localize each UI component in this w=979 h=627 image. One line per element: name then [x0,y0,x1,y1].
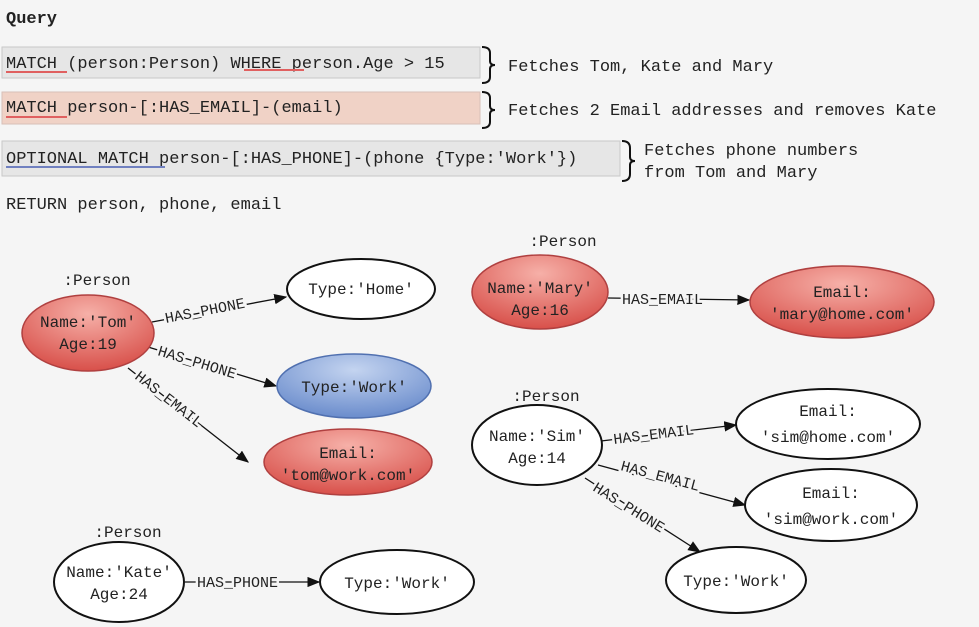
edge-label: HAS_PHONE [589,480,667,537]
edge-tom-email [127,367,250,463]
edge-sim-email-home [600,421,738,442]
svg-text:OPTIONAL MATCH person-[:HAS_PH: OPTIONAL MATCH person-[:HAS_PHONE]-(phon… [6,150,577,169]
edges [127,294,751,588]
keyword-match: MATCH [6,99,57,118]
edge-label: HAS_PHONE [164,296,247,328]
node-sim-work-phone: Type:'Work' [665,546,807,614]
edge-mary-email [607,294,751,306]
svg-text:Name:'Mary': Name:'Mary' [487,280,593,298]
note-2: Fetches 2 Email addresses and removes Ka… [508,102,936,121]
svg-text:Type:'Work': Type:'Work' [683,573,789,591]
edge-label: HAS_EMAIL [131,369,205,432]
svg-text:Type:'Home': Type:'Home' [308,281,414,299]
edge-tom-work [147,346,278,388]
svg-text::Person: :Person [512,388,579,406]
edge-tom-home [151,294,288,323]
node-mary-email: Email: 'mary@home.com' [749,265,935,339]
node-tom-work-phone: Type:'Work' [276,353,432,419]
note-1: Fetches Tom, Kate and Mary [508,58,773,77]
svg-text:Email:: Email: [813,284,871,302]
keyword-optional-match: OPTIONAL MATCH [6,150,149,169]
svg-text::Person: :Person [94,524,161,542]
svg-text:Email:: Email: [799,403,857,421]
edge-sim-email-work [597,464,747,507]
keyword-match: MATCH [6,55,57,74]
edge-sim-work [584,477,702,553]
svg-text:Name:'Kate': Name:'Kate' [66,564,172,582]
svg-text::Person: :Person [529,233,596,251]
svg-text:'sim@work.com': 'sim@work.com' [764,511,898,529]
query-line-2: MATCH person-[:HAS_EMAIL]-(email) Fetche… [1,91,936,129]
svg-text:Age:19: Age:19 [59,336,117,354]
query-line-1: MATCH (person:Person) WHERE person.Age >… [1,46,773,84]
brace-icon [481,46,496,84]
svg-text:'sim@home.com': 'sim@home.com' [761,429,895,447]
query-title: Query [6,10,57,29]
keyword-where: WHERE [230,55,281,74]
svg-text:MATCH person-[:HAS_EMAIL]-(ema: MATCH person-[:HAS_EMAIL]-(email) [6,99,343,118]
brace-icon [621,140,636,182]
edge-label: HAS_EMAIL [613,422,695,449]
edge-label: HAS_PHONE [197,575,278,592]
note-3a: Fetches phone numbers [644,142,858,161]
node-sim-email-work: Email: 'sim@work.com' [744,468,918,542]
node-kate: :Person Name:'Kate' Age:24 [53,524,185,623]
svg-text:'tom@work.com': 'tom@work.com' [281,467,415,485]
svg-text:Name:'Sim': Name:'Sim' [489,428,585,446]
node-tom-home-phone: Type:'Home' [286,258,436,320]
svg-text:Age:16: Age:16 [511,302,569,320]
edge-label: HAS_EMAIL [619,458,702,495]
svg-text:Type:'Work': Type:'Work' [301,379,407,397]
svg-text:Type:'Work': Type:'Work' [344,575,450,593]
svg-text:'mary@home.com': 'mary@home.com' [770,306,914,324]
brace-icon [481,91,496,129]
svg-text:Name:'Tom': Name:'Tom' [40,314,136,332]
edge-label: HAS_PHONE [156,344,238,384]
svg-text:MATCH (person:Person) WHERE pe: MATCH (person:Person) WHERE person.Age >… [6,55,445,74]
query-line-3: OPTIONAL MATCH person-[:HAS_PHONE]-(phon… [1,140,858,183]
return-clause: RETURN person, phone, email [6,196,281,215]
svg-text:Email:: Email: [802,485,860,503]
svg-text::Person: :Person [63,272,130,290]
node-tom-email: Email: 'tom@work.com' [263,428,433,496]
note-3b: from Tom and Mary [644,164,817,183]
node-sim-email-home: Email: 'sim@home.com' [735,388,921,460]
node-mary: Name:'Mary' Age:16 :Person [471,233,609,330]
edge-label: HAS_EMAIL [622,292,703,309]
svg-text:Age:14: Age:14 [508,450,566,468]
node-tom: :Person Name:'Tom' Age:19 [21,272,155,372]
svg-text:Email:: Email: [319,445,377,463]
node-kate-work-phone: Type:'Work' [319,549,475,615]
svg-text:Age:24: Age:24 [90,586,148,604]
node-sim: :Person Name:'Sim' Age:14 [471,388,603,486]
